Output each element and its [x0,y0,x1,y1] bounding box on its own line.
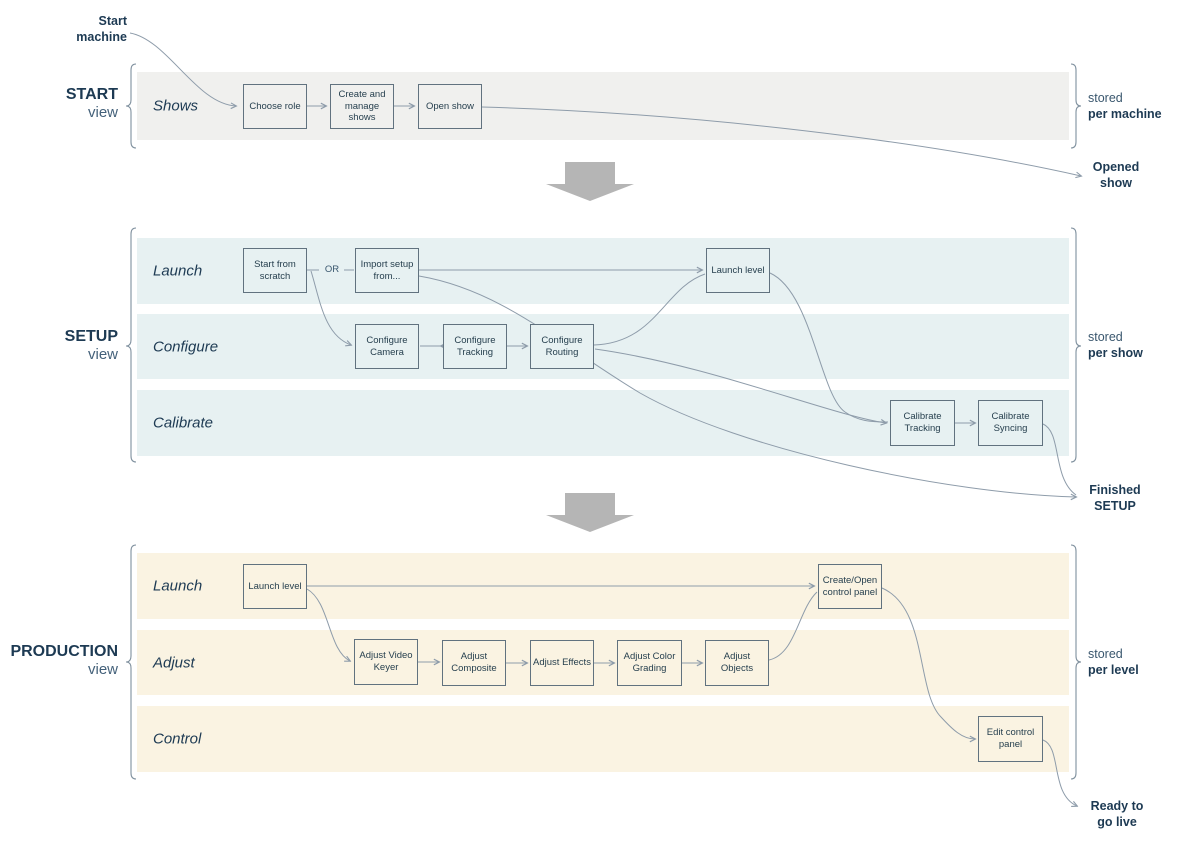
stored-label-machine: stored per machine [1088,90,1176,122]
node-launch-level-setup: Launch level [706,248,770,293]
brace-right-start [1070,63,1082,149]
endpoint-finished-setup: Finished SETUP [1089,483,1141,513]
node-adjust-color-grading: Adjust Color Grading [617,640,682,686]
brace-right-setup [1070,227,1082,463]
brace-left-setup [125,227,137,463]
node-configure-tracking: Configure Tracking [443,324,507,369]
brace-right-production [1070,544,1082,780]
node-start-from-scratch: Start from scratch [243,248,307,293]
lane-production-control: Control [137,706,1069,772]
lane-label-shows: Shows [153,97,199,115]
brace-left-start [125,63,137,149]
endpoint-ready-go-live: Ready to go live [1090,799,1144,829]
section-label-start: START view [8,86,118,122]
stored-scope-production: per level [1088,663,1139,677]
stored-label-level: stored per level [1088,646,1176,678]
section-view-start: view [87,104,118,121]
section-arrow-start-to-setup [546,162,634,201]
stored-word-setup: stored [1088,330,1123,344]
node-adjust-objects: Adjust Objects [705,640,769,686]
section-name-setup: SETUP [64,328,118,345]
lane-label-setup-calibrate: Calibrate [153,414,214,432]
section-name-start: START [65,86,118,103]
node-calibrate-tracking: Calibrate Tracking [890,400,955,446]
stored-scope-start: per machine [1088,107,1162,121]
section-label-production: PRODUCTION view [8,643,118,679]
node-configure-routing: Configure Routing [530,324,594,369]
node-choose-role: Choose role [243,84,307,129]
node-launch-level-production: Launch level [243,564,307,609]
or-connector-label: OR [324,264,340,275]
node-create-open-control-panel: Create/Open control panel [818,564,882,609]
section-label-setup: SETUP view [8,328,118,364]
node-adjust-effects: Adjust Effects [530,640,594,686]
lane-label-production-adjust: Adjust [153,654,195,671]
node-edit-control-panel: Edit control panel [978,716,1043,762]
stored-label-show: stored per show [1088,329,1176,361]
stored-word-production: stored [1088,647,1123,661]
lane-production-adjust: Adjust [137,630,1069,695]
lane-label-setup-configure: Configure [153,338,219,355]
brace-left-production [125,544,137,780]
node-import-setup-from: Import setup from... [355,248,419,293]
section-view-production: view [87,661,118,678]
stored-scope-setup: per show [1088,346,1143,360]
stored-word-start: stored [1088,91,1123,105]
lane-label-production-control: Control [153,730,202,748]
node-configure-camera: Configure Camera [355,324,419,369]
node-adjust-video-keyer: Adjust Video Keyer [354,639,418,685]
endpoint-start-machine: Start machine [76,14,127,44]
section-name-production: PRODUCTION [10,643,118,660]
lane-label-setup-launch: Launch [153,262,203,280]
section-view-setup: view [87,346,118,363]
section-arrow-setup-to-production [546,493,634,532]
node-calibrate-syncing: Calibrate Syncing [978,400,1043,446]
lane-label-production-launch: Launch [153,577,203,595]
lane-setup-configure: Configure [137,314,1069,379]
node-open-show: Open show [418,84,482,129]
endpoint-opened-show: Opened show [1092,160,1140,190]
node-adjust-composite: Adjust Composite [442,640,506,686]
connector-import-setup-to-finished-setup [418,275,1076,497]
node-create-manage-shows: Create and manage shows [330,84,394,129]
